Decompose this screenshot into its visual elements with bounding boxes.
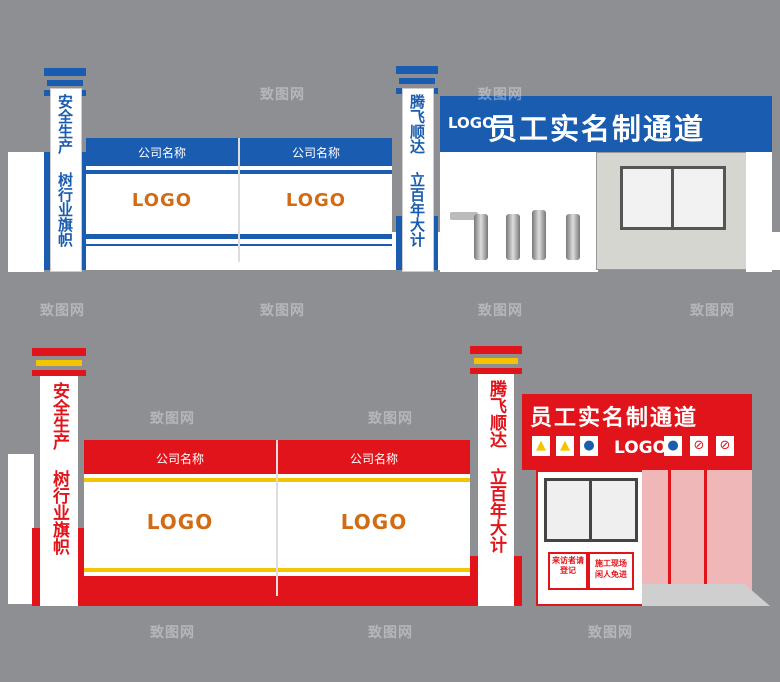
warning-icon: ▲	[532, 436, 550, 456]
channel-wall	[642, 470, 752, 602]
helmet-icon: ●	[580, 436, 598, 456]
bottom-pillar-right: 腾飞顺达 立百年大计	[470, 346, 522, 606]
bottom-left-wall	[8, 454, 34, 604]
mandatory-icon: ●	[664, 436, 682, 456]
pillar-slogan: 安全生产 树行业旗帜	[49, 382, 69, 555]
gate-logo: LOGO	[131, 190, 193, 211]
turnstile	[506, 214, 520, 260]
pillar-cap	[32, 370, 86, 376]
banner-title: 员工实名制通道	[488, 112, 706, 146]
room-window	[544, 478, 638, 542]
bottom-gate: 公司名称 LOGO 公司名称 LOGO	[84, 440, 470, 596]
pillar-cap	[47, 80, 83, 86]
top-left-wall	[8, 152, 44, 272]
watermark: 致图网	[150, 411, 195, 427]
banner-title: 员工实名制通道	[530, 406, 699, 431]
watermark: 致图网	[368, 411, 413, 427]
pillar-cap	[470, 368, 522, 374]
prohibition-icon: ⊘	[690, 436, 708, 456]
bottom-pillar-left: 安全生产 树行业旗帜	[32, 348, 86, 606]
pillar-face	[50, 88, 82, 272]
watermark: 致图网	[690, 303, 735, 319]
watermark: 致图网	[40, 303, 85, 319]
pillar-slogan: 腾飞顺达 立百年大计	[486, 380, 506, 553]
pillar-cap	[399, 78, 435, 84]
gate-panel: 公司名称 LOGO	[86, 138, 240, 262]
bottom-fence-base	[82, 596, 472, 606]
top-pillar-left: 安全生产 树行业旗帜	[44, 68, 86, 272]
warning-icon: ▲	[556, 436, 574, 456]
turnstile	[532, 210, 546, 260]
top-pillar-right: 腾飞顺达 立百年大计	[396, 66, 438, 272]
watermark: 致图网	[478, 303, 523, 319]
pillar-slogan: 腾飞顺达 立百年大计	[408, 94, 426, 247]
watermark: 致图网	[368, 625, 413, 641]
turnstile-arm	[450, 212, 478, 220]
watermark: 致图网	[588, 625, 633, 641]
gate-company: 公司名称	[291, 146, 340, 160]
pillar-cap	[474, 358, 518, 364]
watermark: 致图网	[478, 87, 523, 103]
turnstile	[474, 214, 488, 260]
watermark: 致图网	[260, 303, 305, 319]
pillar-cap	[32, 348, 86, 356]
turnstile	[566, 214, 580, 260]
watermark: 致图网	[260, 87, 305, 103]
room-window	[620, 166, 726, 230]
gate-panel: 公司名称 LOGO	[240, 138, 392, 262]
gate-logo: LOGO	[146, 510, 214, 534]
prohibition-icon: ⊘	[716, 436, 734, 456]
banner-logo: LOGO	[448, 114, 495, 132]
channel-floor	[642, 584, 770, 606]
channel-banner: 员工实名制通道 ▲ ▲ ● LOGO ● ⊘ ⊘	[522, 394, 752, 470]
pillar-cap	[470, 346, 522, 354]
banner-logo: LOGO	[614, 438, 668, 458]
gate-panel: 公司名称 LOGO	[278, 440, 470, 596]
gate-logo: LOGO	[340, 510, 408, 534]
gate-company: 公司名称	[137, 146, 186, 160]
pillar-face	[478, 374, 514, 606]
visitor-sign: 来访者请登记	[548, 552, 588, 590]
pillar-face	[40, 376, 78, 606]
pillar-face	[402, 88, 434, 272]
channel-banner: LOGO 员工实名制通道	[440, 96, 772, 152]
gate-panel: 公司名称 LOGO	[84, 440, 278, 596]
pillar-cap	[44, 68, 86, 76]
top-gate: 公司名称 LOGO 公司名称 LOGO	[86, 138, 392, 262]
pillar-cap	[36, 360, 82, 366]
notice-sign: 施工现场闲人免进	[588, 552, 634, 590]
bottom-channel: 员工实名制通道 ▲ ▲ ● LOGO ● ⊘ ⊘ 来访者请登记 施工现场闲人免进	[522, 394, 772, 606]
gate-company: 公司名称	[155, 452, 204, 466]
gate-company: 公司名称	[349, 452, 398, 466]
watermark: 致图网	[150, 625, 195, 641]
pillar-slogan: 安全生产 树行业旗帜	[56, 94, 74, 247]
top-channel: LOGO 员工实名制通道	[440, 96, 772, 272]
gate-logo: LOGO	[285, 190, 347, 211]
pillar-cap	[396, 66, 438, 74]
